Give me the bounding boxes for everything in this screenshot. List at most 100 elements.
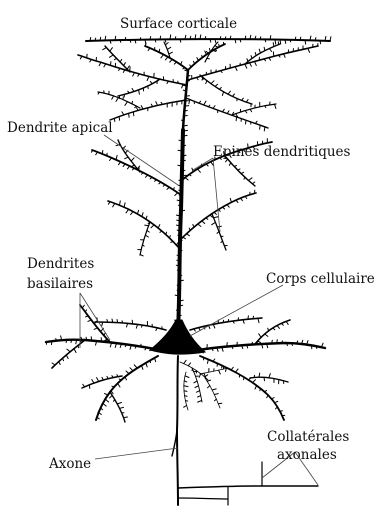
dendritic-spine <box>232 94 234 97</box>
dendritic-spine <box>249 178 253 181</box>
dendritic-spine <box>251 56 252 59</box>
dendritic-spine <box>158 225 160 228</box>
apical-tuft <box>78 42 318 128</box>
dendritic-spine <box>229 163 231 166</box>
dendritic-spine <box>151 225 154 228</box>
label-collaterales-line2: axonales <box>277 447 337 463</box>
dendritic-spine <box>188 363 190 366</box>
dendritic-spine <box>183 130 188 131</box>
dendritic-spine <box>264 47 265 50</box>
dendritic-spine <box>120 201 121 205</box>
dendritic-spine <box>242 98 244 100</box>
dendritic-spine <box>110 48 113 52</box>
dendritic-spine <box>159 182 161 184</box>
dendritic-spine <box>215 49 217 51</box>
dendritic-spine <box>125 37 126 40</box>
dendritic-spine <box>181 62 182 65</box>
dendritic-spine <box>120 407 124 408</box>
dendritic-spine <box>207 58 210 59</box>
dendritic-spine <box>320 41 321 44</box>
dendritic-spine <box>147 230 149 232</box>
dendritic-spine <box>250 109 252 112</box>
dendritic-spine <box>280 40 281 44</box>
dendritic-spine <box>195 386 199 388</box>
dendritic-spine <box>275 40 276 44</box>
dendritic-spine <box>155 180 157 182</box>
dendritic-spine <box>193 225 194 228</box>
dendritic-spine <box>145 225 149 226</box>
dendritic-spine <box>131 212 134 215</box>
dendritic-spine <box>246 120 247 124</box>
dendritic-spine <box>214 394 218 395</box>
dendritic-spine <box>255 53 256 56</box>
dendritic-spine <box>169 236 170 238</box>
dendritic-spine <box>275 104 276 108</box>
dendritic-spine <box>219 370 221 374</box>
dendritic-spine <box>259 49 260 53</box>
dendritic-spine <box>218 210 220 212</box>
dendritic-spine <box>160 36 161 39</box>
dendritic-spine <box>165 57 168 60</box>
dendritic-spine <box>174 188 175 190</box>
dendritic-spine <box>183 135 187 136</box>
dendritic-spine <box>290 40 291 42</box>
dendritic-spine <box>228 91 230 94</box>
dendritic-spine <box>214 217 218 218</box>
dendritic-spine <box>211 81 214 84</box>
dendritic-spine <box>215 46 218 47</box>
label-dendrites-basilaires-line1: Dendrites <box>27 256 94 272</box>
dendritic-spine <box>218 403 222 404</box>
dendritic-spine <box>184 116 187 117</box>
dendritic-spine <box>116 98 118 102</box>
dendritic-spine <box>234 166 236 167</box>
dendritic-spine <box>245 111 247 113</box>
dendritic-spine <box>217 232 219 234</box>
dendritic-spine <box>140 38 141 40</box>
dendritic-spine <box>236 117 237 121</box>
dendritic-spine <box>202 221 205 224</box>
dendritic-spine <box>244 177 245 179</box>
dendritic-spine <box>113 203 115 206</box>
label-dendrite-apical: Dendrite apical <box>7 120 113 136</box>
dendritic-spine <box>100 37 101 40</box>
dendritic-spine <box>126 209 129 213</box>
dendritic-spine <box>273 43 274 47</box>
dendritic-spine <box>150 37 151 40</box>
dendritic-spine <box>108 202 110 205</box>
dendritic-spine <box>206 81 207 84</box>
label-axone: Axone <box>48 456 91 472</box>
label-corps-cellulaire: Corps cellulaire <box>266 271 375 287</box>
dendritic-spine <box>145 235 148 237</box>
dendritic-spine <box>103 48 107 50</box>
dendritic-spine <box>206 218 208 219</box>
dendritic-spine <box>185 101 188 102</box>
dendritic-spine <box>110 55 114 57</box>
dendritic-spine <box>132 88 134 91</box>
dendritic-spine <box>230 198 231 202</box>
dendritic-spine <box>159 49 160 52</box>
dendritic-spine <box>209 49 210 52</box>
dendritic-spine <box>120 59 122 62</box>
dendritic-spine <box>264 127 265 131</box>
dendritic-spine <box>165 43 168 45</box>
dendritic-spine <box>119 117 120 121</box>
dendritic-spine <box>150 177 152 179</box>
dendritic-spine <box>133 112 134 116</box>
dendritic-spine <box>170 59 173 62</box>
dendritic-spine <box>105 36 106 40</box>
dendritic-spine <box>184 111 187 112</box>
dendritic-spine <box>223 207 225 209</box>
dendritic-spine <box>269 49 271 52</box>
dendritic-spine <box>187 81 189 82</box>
dendritic-spine <box>131 158 134 161</box>
dendritic-spine <box>125 157 128 159</box>
dendritic-spine <box>127 66 129 69</box>
dendritic-spine <box>161 55 164 58</box>
dendritic-spine <box>214 212 216 214</box>
dendritic-spine <box>212 389 216 390</box>
dendritic-spine <box>90 38 91 41</box>
dendritic-spine <box>150 82 152 84</box>
dendritic-spine <box>204 101 206 105</box>
dendritic-spines <box>46 35 331 419</box>
dendritic-spine <box>90 60 92 62</box>
